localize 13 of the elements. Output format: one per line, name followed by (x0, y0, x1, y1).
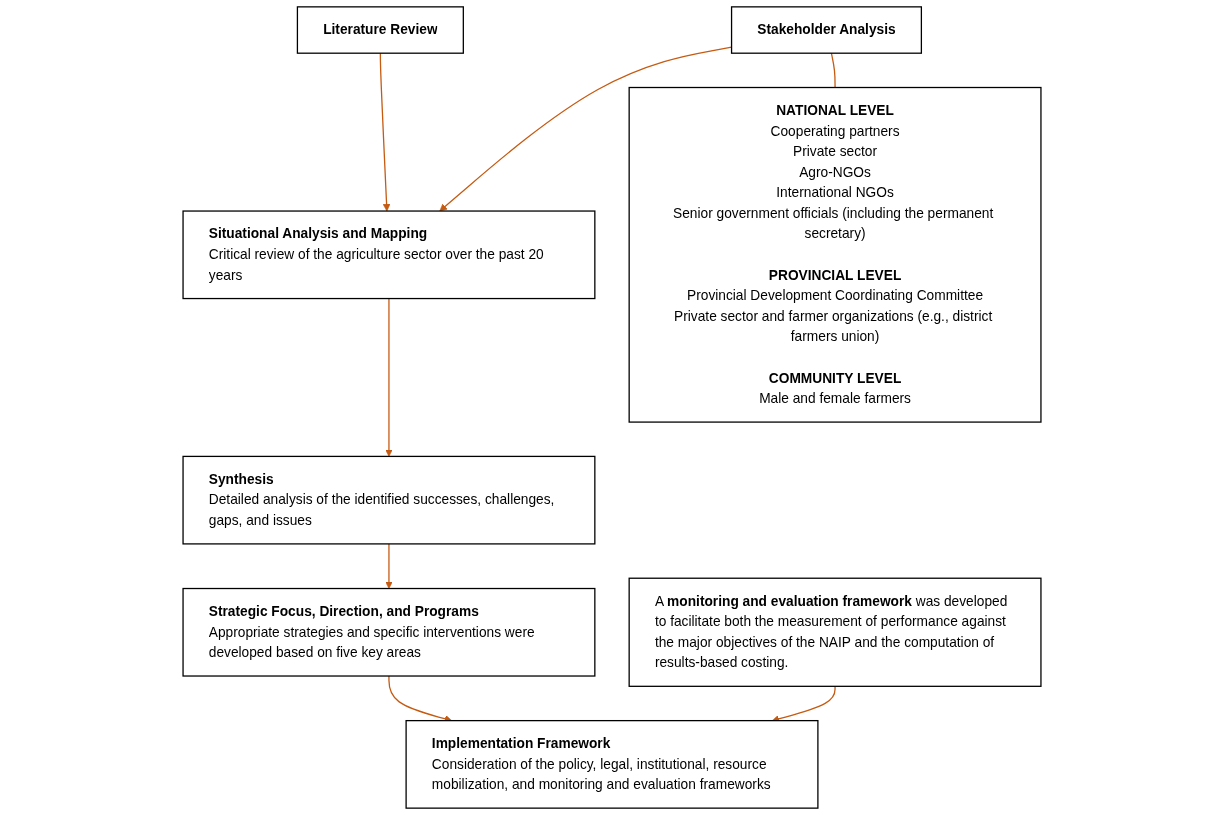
node-box: Stakeholder Analysis (730, 6, 922, 54)
connector (830, 52, 836, 89)
node-box: Strategic Focus, Direction, and Programs Appropriate strategies and specific interventions were developed based on five key areas (181, 587, 595, 677)
node-box: Situational Analysis and Mapping Critical review of the agriculture sector over the past 20 years (181, 210, 595, 300)
arrow (439, 46, 732, 212)
node-box: Implementation Framework Consideration of the policy, legal, institutional, resource mobilization, and monitoring and evaluation frameworks (404, 720, 819, 809)
arrow (379, 52, 390, 212)
node-box: A monitoring and evaluation framework was developed to facilitate both the measurement of performance against the major objectives of the NAIP and the computation of results-based costing. (628, 577, 1042, 687)
node-box: Synthesis Detailed analysis of the identified successes, challenges, gaps, and issues (181, 455, 595, 545)
node-box: NATIONAL LEVEL Cooperating partners Private sector Agro-NGOs International NGOs Senior government officials (including the permanent secretary) PROVINCIAL LEVEL Provincial Development Coordinating Committee Private sector and farmer organizations (e.g., district farmers union) COMMUNITY LEVEL Male and female farmers (628, 86, 1042, 423)
arrow (384, 543, 393, 589)
arrow (384, 297, 393, 457)
node-box: Literature Review (296, 6, 464, 54)
